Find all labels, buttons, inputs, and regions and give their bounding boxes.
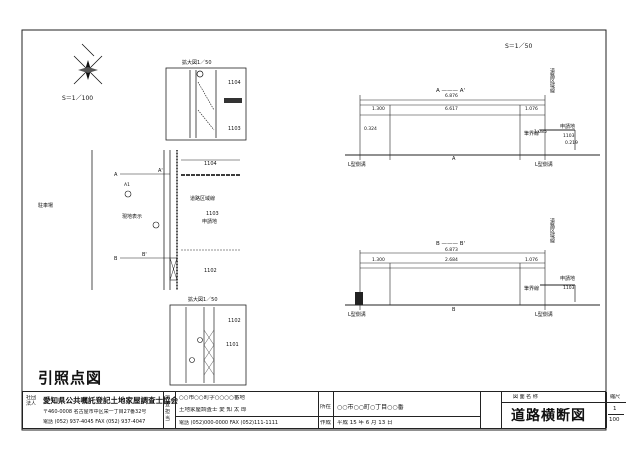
title-block: 社団法人 愛知県公共嘱託登記土地家屋調査士協会 〒460-0008 名古屋市中区… [22, 391, 626, 429]
section-bb-title: B ——— B' [436, 241, 465, 247]
date-value: 平成 15 年 6 月 13 日 [337, 420, 393, 426]
office-name: 土地家屋調査士 愛 知 太 郎 [179, 407, 247, 413]
bb-bottom-b: B [452, 307, 456, 313]
office-address: ○○市○○町字○○○○番地 [179, 395, 245, 401]
aa-total: 6.876 [445, 93, 458, 99]
office-label: 調査担当 [165, 395, 171, 422]
aa-left-label: L型側溝 [348, 161, 366, 168]
plan-view: 拡大図1／50 1104 1103 1104 道路区域線 1103 申請地 11… [38, 59, 247, 386]
bb-total: 6.873 [445, 247, 458, 253]
b-label-plan: B [114, 256, 118, 262]
bb-mid: 2.684 [445, 257, 458, 263]
section-aa: A ——— A' 6.876 1.300 6.617 1.076 0.324 1… [345, 67, 600, 168]
cl-label: 現地表示 [122, 213, 142, 220]
bb-right-label: L型側溝 [535, 311, 553, 318]
enlarged-box-2 [169, 304, 247, 386]
org-name: 愛知県公共嘱託登記土地家屋調査士協会 [43, 396, 178, 405]
bb-boundary: 筆界線 [524, 285, 539, 292]
a-label-plan: A [114, 172, 118, 178]
sheet-border [21, 29, 607, 431]
bb-lot: 1103 [563, 285, 575, 291]
enlarged-box-1 [165, 67, 247, 141]
bb-left-offset: 1.300 [372, 257, 385, 263]
scale-denominator: 100 [609, 417, 620, 423]
bb-left-label: L型側溝 [348, 311, 366, 318]
shrine-label: 駐車場 [38, 202, 53, 209]
north-arrow-icon [73, 43, 103, 85]
lot-1103-plan: 1103 [206, 211, 219, 217]
a2-label-plan: A' [158, 168, 163, 174]
lot-1104-plan: 1104 [204, 161, 217, 167]
section-aa-title: A ——— A' [436, 88, 465, 94]
aa-boundary: 筆界線 [524, 130, 539, 137]
org-tel: 電話 (052) 937-4045 FAX (052) 937-4047 [43, 419, 146, 425]
drawing-name-label: 図 面 名 称 [513, 394, 538, 400]
location-value: ○○市○○町○丁目○○番 [337, 404, 404, 411]
org-address: 〒460-0008 名古屋市中区栄一丁目27番32号 [43, 409, 147, 415]
a1-label: A1 [124, 182, 130, 188]
lot-1103-a: 1103 [228, 126, 241, 132]
aa-right-small: 1.085 [534, 129, 547, 135]
bb-right-offset: 1.076 [525, 257, 538, 263]
aa-road-area: 道路区域線 [549, 67, 555, 93]
lot-1102-box: 1102 [228, 318, 241, 324]
bb-road-area: 道路区域線 [549, 217, 555, 243]
left-scale: S＝1／100 [62, 95, 93, 102]
aa-lot: 1103 [563, 133, 575, 139]
applicant-plan: 申請地 [202, 218, 217, 225]
lot-1104: 1104 [228, 80, 241, 86]
drawing-name: 道路横断図 [511, 408, 586, 424]
b2-label-plan: B' [142, 252, 147, 258]
bb-applicant: 申請地 [560, 275, 575, 282]
aa-right-tiny: 0.219 [565, 140, 578, 146]
date-label: 作成 [320, 420, 332, 426]
office-tel: 電話 (052)000-0000 FAX (052)111-1111 [179, 420, 279, 426]
org-prefix: 社団法人 [26, 395, 37, 407]
road-area-plan: 道路区域線 [190, 195, 215, 202]
aa-bottom-a: A [452, 156, 456, 162]
enlarged-label-2: 拡大図1／50 [188, 296, 218, 303]
reference-label: 引照点図 [38, 369, 103, 387]
aa-applicant: 申請地 [560, 123, 575, 130]
aa-left-offset: 1.300 [372, 106, 385, 112]
scale-label: 縮尺 [610, 394, 621, 400]
lot-1101-box: 1101 [226, 342, 239, 348]
aa-left-small: 0.324 [364, 126, 377, 132]
location-label: 所在 [320, 404, 332, 410]
aa-mid: 6.617 [445, 106, 458, 112]
enlarged-label-1: 拡大図1／50 [182, 59, 212, 66]
top-scale: S＝1／50 [505, 43, 532, 50]
aa-right-offset: 1.076 [525, 106, 538, 112]
lot-1102-plan: 1102 [204, 268, 217, 274]
aa-right-label: L型側溝 [535, 161, 553, 168]
scale-numerator: 1 [613, 406, 617, 412]
section-bb: B ——— B' 6.873 1.300 2.684 1.076 道路区域線 筆… [345, 217, 600, 318]
